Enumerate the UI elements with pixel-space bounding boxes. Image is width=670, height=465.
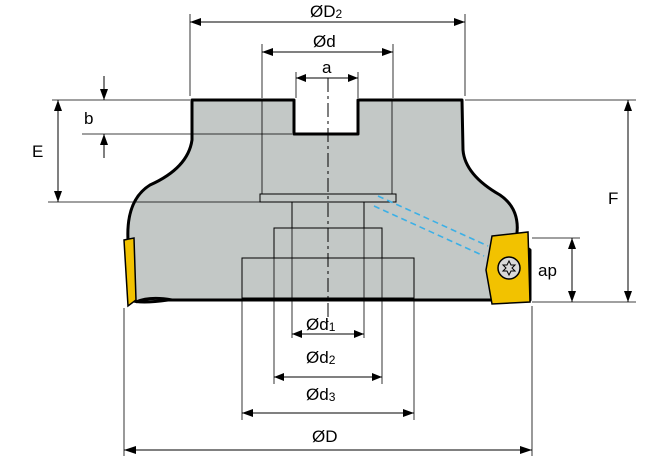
dimension-b: b <box>52 76 292 158</box>
label-d2: Ød <box>306 348 329 367</box>
svg-text:Ød2: Ød2 <box>306 348 336 367</box>
dimension-D: ØD <box>123 306 533 456</box>
label-ap: ap <box>538 261 557 280</box>
svg-text:Ød1: Ød1 <box>306 315 336 334</box>
label-b: b <box>84 109 93 128</box>
dimension-d3: Ød3 <box>241 300 415 420</box>
label-F: F <box>608 189 618 208</box>
label-a: a <box>322 58 332 77</box>
cutting-insert-icon <box>123 237 137 308</box>
label-d2-subscript: 2 <box>329 353 336 367</box>
label-E: E <box>32 142 43 161</box>
dimension-a: a <box>295 58 359 98</box>
dimension-D2: ØD2 <box>189 2 466 96</box>
dimension-d1: Ød1 <box>291 228 365 338</box>
dimension-d: Ød <box>261 32 394 98</box>
label-d1-subscript: 1 <box>329 320 336 334</box>
label-d3-subscript: 3 <box>329 390 336 404</box>
dimension-F: F <box>465 99 636 303</box>
svg-text:ØD2: ØD2 <box>310 2 343 21</box>
label-d1: Ød <box>306 315 329 334</box>
label-D2-subscript: 2 <box>336 7 343 21</box>
dimension-ap: ap <box>532 237 580 302</box>
label-D2: ØD <box>310 2 336 21</box>
label-d: Ød <box>313 32 336 51</box>
coolant-channel-lower <box>373 205 485 257</box>
cutting-insert-right <box>485 231 531 305</box>
torx-screw-icon <box>497 256 521 280</box>
svg-text:Ød3: Ød3 <box>306 385 336 404</box>
label-d3: Ød <box>306 385 329 404</box>
dimension-E: E <box>32 100 262 203</box>
coolant-channel-upper <box>377 195 489 247</box>
dimension-d2: Ød2 <box>273 258 383 384</box>
label-D: ØD <box>312 427 338 446</box>
cutting-insert-left <box>123 237 173 308</box>
